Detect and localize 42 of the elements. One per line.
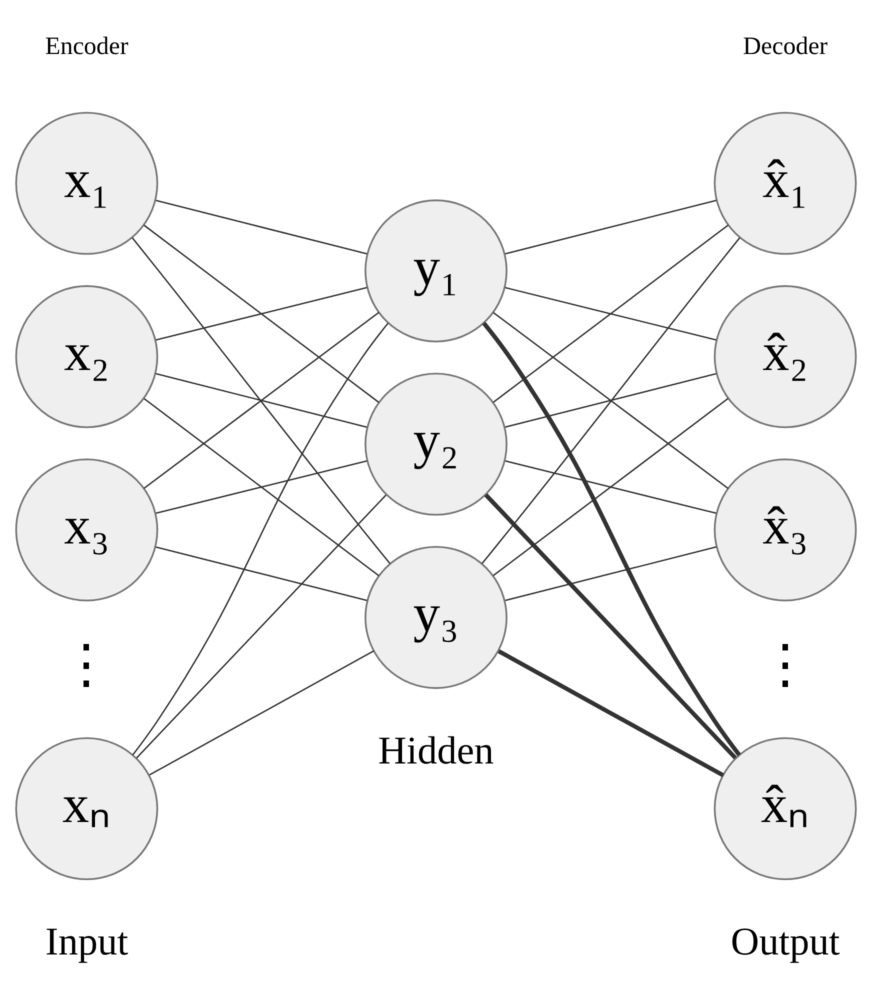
label: Output [730,919,840,964]
connector [132,237,390,564]
node-circle: x₂ [15,285,158,428]
label: Encoder [45,33,128,60]
connector [505,286,716,341]
connector [144,224,380,403]
node-circle: x̂ₙ [714,737,857,880]
node-circle: x₁ [15,112,158,255]
connector [156,460,368,514]
connector [156,373,368,428]
connector [136,494,387,758]
connector [482,237,740,564]
node-circle: y₂ [364,372,508,516]
connector [132,322,389,756]
connector [149,650,374,776]
connector [492,398,729,576]
connector [144,398,380,576]
node-circle: y₃ [364,546,508,689]
label: Decoder [742,33,828,60]
node-circle: y₁ [364,199,508,342]
connector [505,546,716,602]
connector [505,373,716,428]
connector [498,649,724,778]
label: ⋮ [60,634,114,695]
node-circle: x̂₃ [714,458,857,602]
connector [156,286,368,341]
connector [505,460,716,514]
connector [484,493,737,760]
connector [505,200,716,254]
connector [156,546,368,602]
label: ⋮ [758,634,812,695]
connector [492,312,729,489]
connector [156,200,368,255]
node-circle: x₃ [15,458,158,602]
connector [492,224,729,403]
connector [144,312,380,489]
node-circle: xₙ [15,737,158,880]
node-circle: x̂₂ [714,285,857,428]
label: Input [45,919,128,964]
node-circle: x̂₁ [714,112,857,255]
label: Hidden [378,728,494,772]
connector [482,322,741,756]
